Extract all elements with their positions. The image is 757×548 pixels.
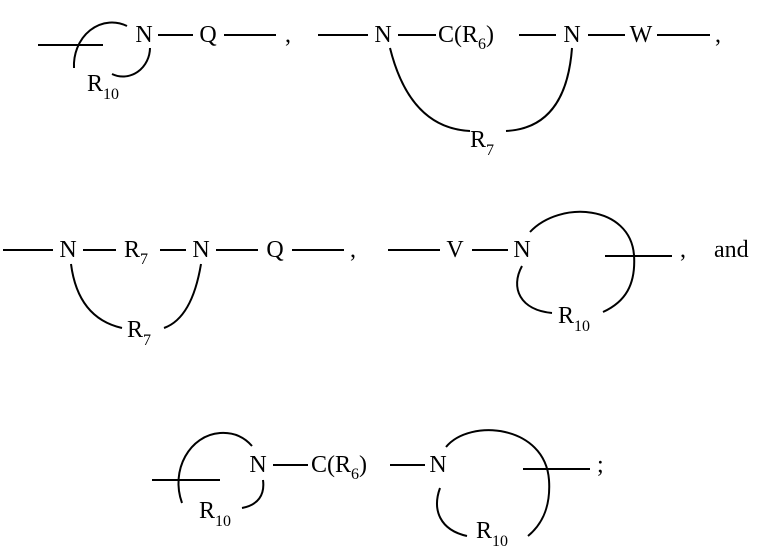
atom-c-r6: C(R6) [438,22,494,53]
atom-q: Q [199,22,216,48]
ring-arc-left [390,48,470,131]
atom-q: Q [266,237,283,263]
ring-label-r10: R10 [558,303,590,335]
atom-n: N [513,237,530,263]
ring1-arc-upper [178,433,252,503]
ring2-arc-lower [437,488,467,536]
atom-n: N [135,22,152,48]
conjunction-and: and [714,237,749,263]
structure-2: N C(R6) N W , R7 [318,22,721,159]
structure-1: N Q R10 , [38,22,291,103]
separator-comma: , [285,22,291,48]
ring-arc-left [71,264,122,328]
separator-comma: , [680,237,686,263]
atom-v: V [446,237,464,263]
ring2-label-r10: R10 [476,518,508,548]
structure-5: N C(R6) N R10 R10 ; [152,430,604,548]
ring-arc-right [164,264,201,328]
ring-arc-upper [530,212,634,312]
separator-comma: , [715,22,721,48]
ring-arc-lower [112,48,150,77]
ring-arc-right [506,48,572,131]
structure-4: V N R10 , and [388,212,749,335]
atom-n1: N [374,22,391,48]
ring2-arc-upper [446,430,549,536]
atom-n2: N [563,22,580,48]
atom-w: W [630,22,653,48]
atom-n1: N [249,452,266,478]
atom-n2: N [192,237,209,263]
ring1-arc-lower [242,480,263,508]
separator-semicolon: ; [597,452,604,478]
atom-n1: N [59,237,76,263]
separator-comma: , [350,237,356,263]
atom-c-r6: C(R6) [311,452,367,483]
structure-3: N R7 N Q , R7 [3,237,356,349]
ring-label-r7: R7 [127,317,151,349]
atom-r7: R7 [124,237,148,268]
ring-arc-lower [517,266,552,313]
ring1-label-r10: R10 [199,498,231,530]
atom-n2: N [429,452,446,478]
ring-label-r7: R7 [470,127,494,159]
